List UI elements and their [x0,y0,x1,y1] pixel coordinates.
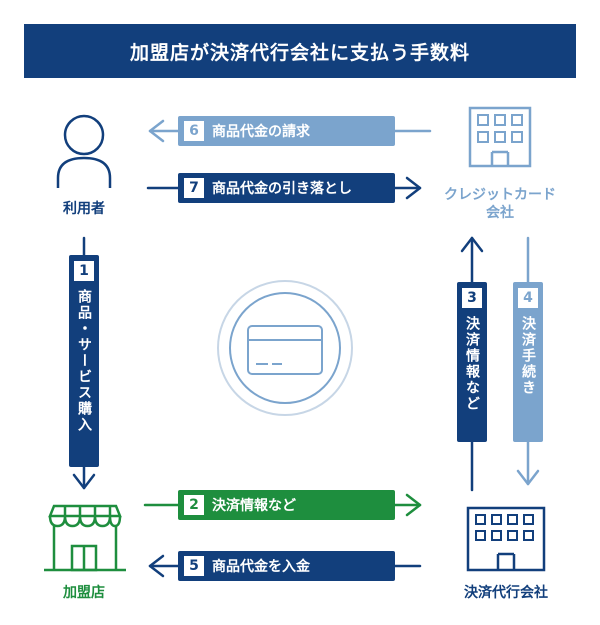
step-4-label: 4 決済手続き [513,282,543,442]
step-text: 商品代金を入金 [212,559,310,575]
step-number: 5 [184,556,204,576]
node-label-card-company-line2: 会社 [486,205,514,221]
step-text: 商品代金の請求 [212,124,310,140]
node-label-card-company-line1: クレジットカード [444,187,556,203]
step-number: 6 [184,121,204,141]
step-2-label: 2 決済情報など [178,490,395,520]
step-number: 4 [518,288,538,308]
step-3-label: 3 決済情報など [457,282,487,442]
step-text: 決済手続き [520,316,536,396]
step-text: 商品・サービス購入 [76,289,92,433]
office-building-icon [468,106,532,168]
page-title: 加盟店が決済代行会社に支払う手数料 [24,24,576,78]
node-label-merchant: 加盟店 [63,585,105,601]
step-number: 1 [74,261,94,281]
step-text: 決済情報など [212,498,296,514]
step-1-label: 1 商品・サービス購入 [69,255,99,467]
storefront-icon [44,504,126,572]
credit-card-icon [217,280,353,416]
person-icon [56,114,112,188]
step-number: 2 [184,495,204,515]
step-text: 商品代金の引き落とし [212,181,352,197]
node-label-user: 利用者 [63,201,105,217]
step-7-label: 7 商品代金の引き落とし [178,173,395,203]
node-label-card-company: クレジットカード 会社 [430,186,570,222]
office-building-icon [466,506,546,572]
step-6-label: 6 商品代金の請求 [178,116,395,146]
node-label-processor: 決済代行会社 [464,585,548,601]
step-number: 7 [184,178,204,198]
step-text: 決済情報など [464,316,480,412]
step-5-label: 5 商品代金を入金 [178,551,395,581]
step-number: 3 [462,288,482,308]
